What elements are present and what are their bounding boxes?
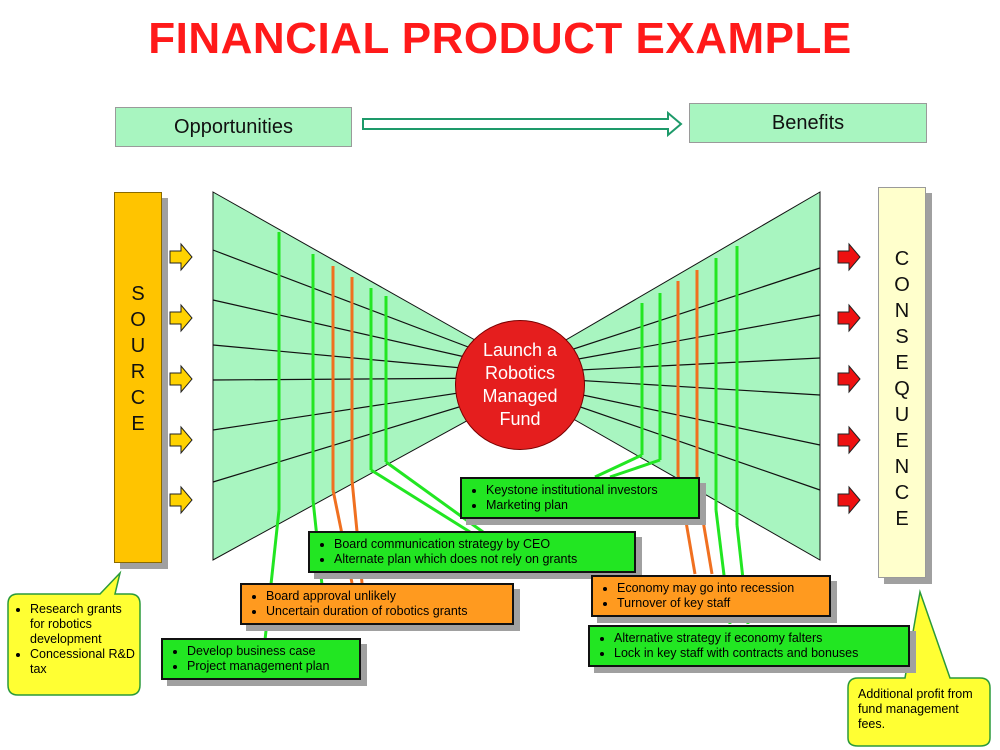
source-letter: C <box>130 387 146 409</box>
consequence-letter: C <box>894 248 910 270</box>
consequence-label: C O N S E Q U E N C E <box>879 246 925 532</box>
box-item: Turnover of key staff <box>617 596 821 611</box>
consequence-letter: N <box>894 300 910 322</box>
consequence-arrow <box>837 242 861 272</box>
page-title: FINANCIAL PRODUCT EXAMPLE <box>148 14 852 63</box>
box-item: Board approval unlikely <box>266 589 504 604</box>
callout-item: Concessional R&D tax <box>30 647 138 677</box>
consequence-arrow <box>837 425 861 455</box>
source-letter: R <box>130 361 146 383</box>
center-label: Launch a Robotics Managed Fund <box>482 339 557 431</box>
consequence-letter: E <box>895 430 909 452</box>
source-letter: O <box>130 309 146 331</box>
source-letter: E <box>131 413 145 435</box>
develop-box: Develop business case Project management… <box>161 638 361 680</box>
center-line: Launch a <box>482 340 558 360</box>
consequence-letter: Q <box>894 378 910 400</box>
source-arrow <box>169 303 193 333</box>
consequence-column: C O N S E Q U E N C E <box>878 187 926 578</box>
callout-item: Research grants for robotics development <box>30 602 138 647</box>
consequence-letter: O <box>894 274 910 296</box>
consequence-arrow <box>837 303 861 333</box>
center-line: Managed <box>482 386 558 406</box>
left-callout-text: Research grants for robotics development… <box>12 602 138 677</box>
center-circle: Launch a Robotics Managed Fund <box>455 320 585 450</box>
left-callout-bubble <box>7 570 141 696</box>
box-item: Keystone institutional investors <box>486 483 690 498</box>
right-callout-text: Additional profit from fund management f… <box>858 687 973 731</box>
consequence-letter: S <box>895 326 909 348</box>
source-arrow <box>169 242 193 272</box>
source-label: S O U R C E <box>115 281 161 437</box>
source-column: S O U R C E <box>114 192 162 563</box>
opportunities-to-benefits-arrow <box>362 110 683 138</box>
box-item: Board communication strategy by CEO <box>334 537 626 552</box>
source-arrow <box>169 425 193 455</box>
economy-box: Economy may go into recession Turnover o… <box>591 575 831 617</box>
opportunities-box: Opportunities <box>115 107 352 147</box>
box-item: Economy may go into recession <box>617 581 821 596</box>
source-arrow <box>169 364 193 394</box>
alternative-strategy-box: Alternative strategy if economy falters … <box>588 625 910 667</box>
board-communication-box: Board communication strategy by CEO Alte… <box>308 531 636 573</box>
source-letter: U <box>130 335 146 357</box>
center-line: Fund <box>499 409 541 429</box>
box-item: Marketing plan <box>486 498 690 513</box>
benefits-box: Benefits <box>689 103 927 143</box>
source-arrows <box>169 242 193 515</box>
box-item: Uncertain duration of robotics grants <box>266 604 504 619</box>
consequence-letter: C <box>894 482 910 504</box>
source-letter: S <box>131 283 145 305</box>
right-callout-bubble <box>847 589 991 747</box>
box-item: Develop business case <box>187 644 351 659</box>
box-item: Lock in key staff with contracts and bon… <box>614 646 900 661</box>
consequence-arrows <box>837 242 861 515</box>
box-item: Alternative strategy if economy falters <box>614 631 900 646</box>
box-item: Alternate plan which does not rely on gr… <box>334 552 626 567</box>
box-item: Project management plan <box>187 659 351 674</box>
consequence-arrow <box>837 485 861 515</box>
center-line: Robotics <box>484 363 556 383</box>
board-approval-box: Board approval unlikely Uncertain durati… <box>240 583 514 625</box>
consequence-letter: N <box>894 456 910 478</box>
source-arrow <box>169 485 193 515</box>
keystone-box: Keystone institutional investors Marketi… <box>460 477 700 519</box>
consequence-letter: U <box>894 404 910 426</box>
consequence-letter: E <box>895 508 909 530</box>
consequence-arrow <box>837 364 861 394</box>
right-funnel <box>539 191 821 561</box>
consequence-letter: E <box>895 352 909 374</box>
